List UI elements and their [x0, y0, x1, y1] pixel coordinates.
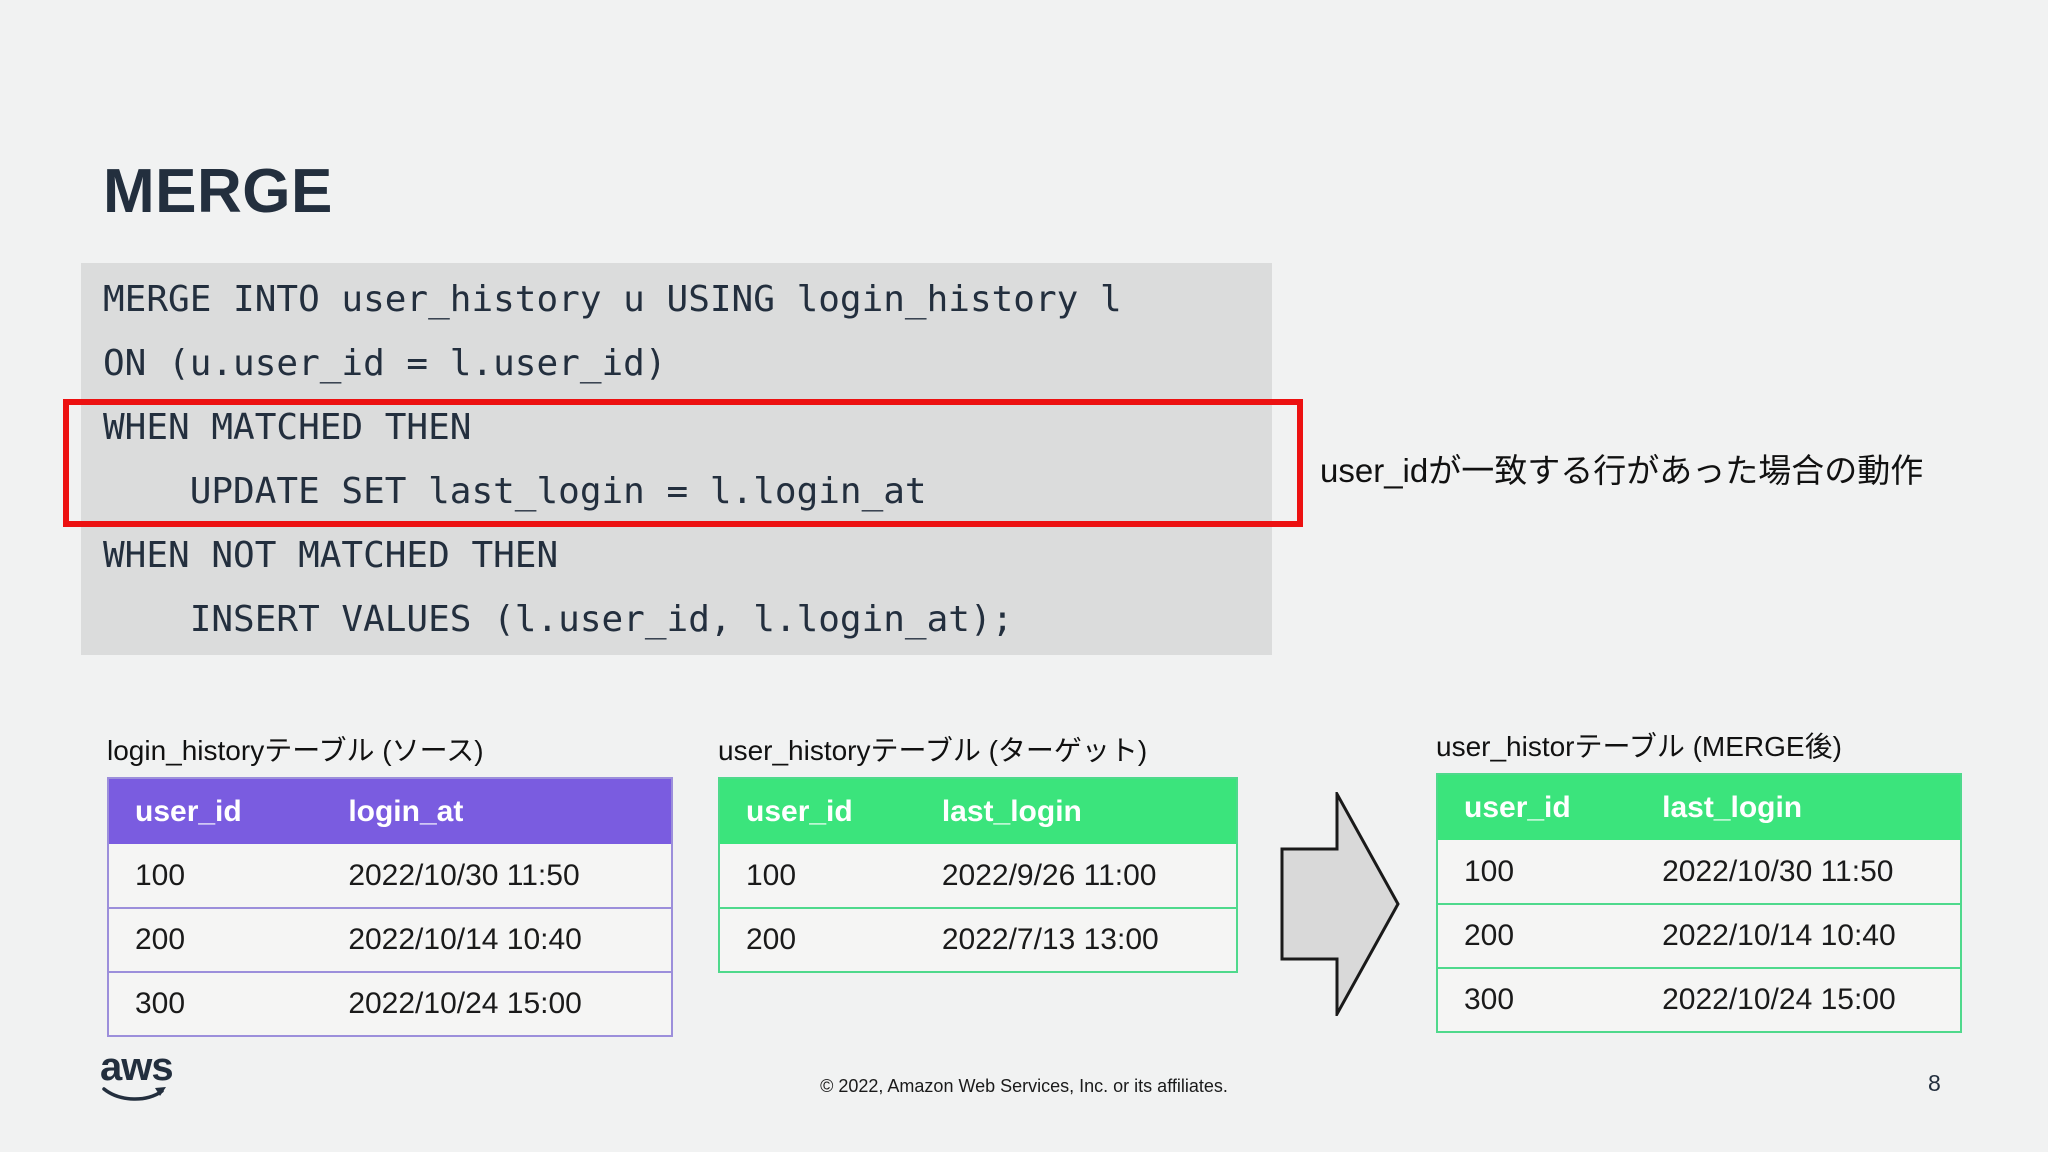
table-row: 100 2022/9/26 11:00: [719, 844, 1237, 909]
aws-smile-icon: [102, 1087, 166, 1101]
aws-logo: aws: [100, 1045, 174, 1106]
merged-table-caption: user_historテーブル (MERGE後): [1436, 731, 1842, 762]
column-header: user_id: [1437, 774, 1637, 840]
table-cell: 200: [1437, 904, 1637, 969]
table-row: 100 2022/10/30 11:50: [108, 844, 672, 909]
table-cell: 100: [719, 844, 916, 909]
matched-clause-annotation: user_idが一致する行があった場合の動作: [1320, 452, 1924, 489]
page-number: 8: [1928, 1070, 1941, 1096]
code-line: WHEN MATCHED THEN: [103, 407, 472, 448]
table-cell: 2022/10/24 15:00: [322, 972, 672, 1037]
table-cell: 2022/9/26 11:00: [915, 844, 1237, 909]
column-header: login_at: [322, 778, 672, 844]
table-cell: 2022/10/14 10:40: [1636, 904, 1961, 969]
table-header-row: user_id login_at: [108, 778, 672, 844]
source-table-section: login_historyテーブル (ソース) user_id login_at…: [107, 733, 673, 1037]
column-header: user_id: [108, 778, 323, 844]
column-header: last_login: [915, 778, 1237, 844]
table-cell: 2022/10/24 15:00: [1636, 968, 1961, 1033]
sql-code-block: MERGE INTO user_history u USING login_hi…: [81, 263, 1272, 655]
footer-copyright: © 2022, Amazon Web Services, Inc. or its…: [820, 1076, 1228, 1096]
table-cell: 2022/10/30 11:50: [1636, 840, 1961, 905]
table-header-row: user_id last_login: [1437, 774, 1961, 840]
code-line: MERGE INTO user_history u USING login_hi…: [103, 279, 1122, 320]
table-row: 200 2022/7/13 13:00: [719, 908, 1237, 973]
column-header: user_id: [719, 778, 916, 844]
merged-table-section: user_historテーブル (MERGE後) user_id last_lo…: [1436, 729, 1962, 1033]
table-row: 300 2022/10/24 15:00: [108, 972, 672, 1037]
table-cell: 300: [108, 972, 323, 1037]
merge-arrow-icon: [1280, 792, 1400, 1016]
column-header: last_login: [1636, 774, 1961, 840]
target-table-caption: user_historyテーブル (ターゲット): [718, 735, 1148, 766]
table-cell: 100: [1437, 840, 1637, 905]
code-line: ON (u.user_id = l.user_id): [103, 343, 667, 384]
aws-logo-text: aws: [100, 1045, 174, 1089]
table-cell: 2022/7/13 13:00: [915, 908, 1237, 973]
code-line: INSERT VALUES (l.user_id, l.login_at);: [103, 599, 1014, 640]
page-title: MERGE: [103, 157, 333, 226]
target-table-section: user_historyテーブル (ターゲット) user_id last_lo…: [718, 733, 1238, 973]
table-row: 300 2022/10/24 15:00: [1437, 968, 1961, 1033]
code-line: WHEN NOT MATCHED THEN: [103, 535, 559, 576]
table-cell: 200: [108, 908, 323, 973]
target-table: user_id last_login 100 2022/9/26 11:00 2…: [718, 777, 1238, 973]
table-row: 200 2022/10/14 10:40: [1437, 904, 1961, 969]
table-row: 200 2022/10/14 10:40: [108, 908, 672, 973]
table-header-row: user_id last_login: [719, 778, 1237, 844]
table-cell: 300: [1437, 968, 1637, 1033]
code-line: UPDATE SET last_login = l.login_at: [103, 471, 927, 512]
matched-clause-highlight-box: [63, 399, 1303, 527]
table-cell: 2022/10/30 11:50: [322, 844, 672, 909]
table-cell: 200: [719, 908, 916, 973]
table-row: 100 2022/10/30 11:50: [1437, 840, 1961, 905]
merged-table: user_id last_login 100 2022/10/30 11:50 …: [1436, 773, 1962, 1033]
table-cell: 100: [108, 844, 323, 909]
source-table: user_id login_at 100 2022/10/30 11:50 20…: [107, 777, 673, 1037]
table-cell: 2022/10/14 10:40: [322, 908, 672, 973]
source-table-caption: login_historyテーブル (ソース): [107, 735, 484, 766]
